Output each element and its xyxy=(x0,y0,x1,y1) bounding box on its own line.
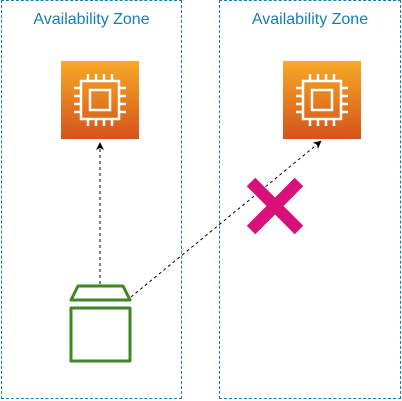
storage-volume-icon xyxy=(69,284,132,363)
ec2-instance-icon xyxy=(283,61,361,139)
x-mark-icon xyxy=(246,177,304,235)
availability-zone-right-label: Availability Zone xyxy=(251,11,369,28)
availability-zone-left-label: Availability Zone xyxy=(33,11,150,28)
ec2-instance-icon xyxy=(61,61,139,139)
